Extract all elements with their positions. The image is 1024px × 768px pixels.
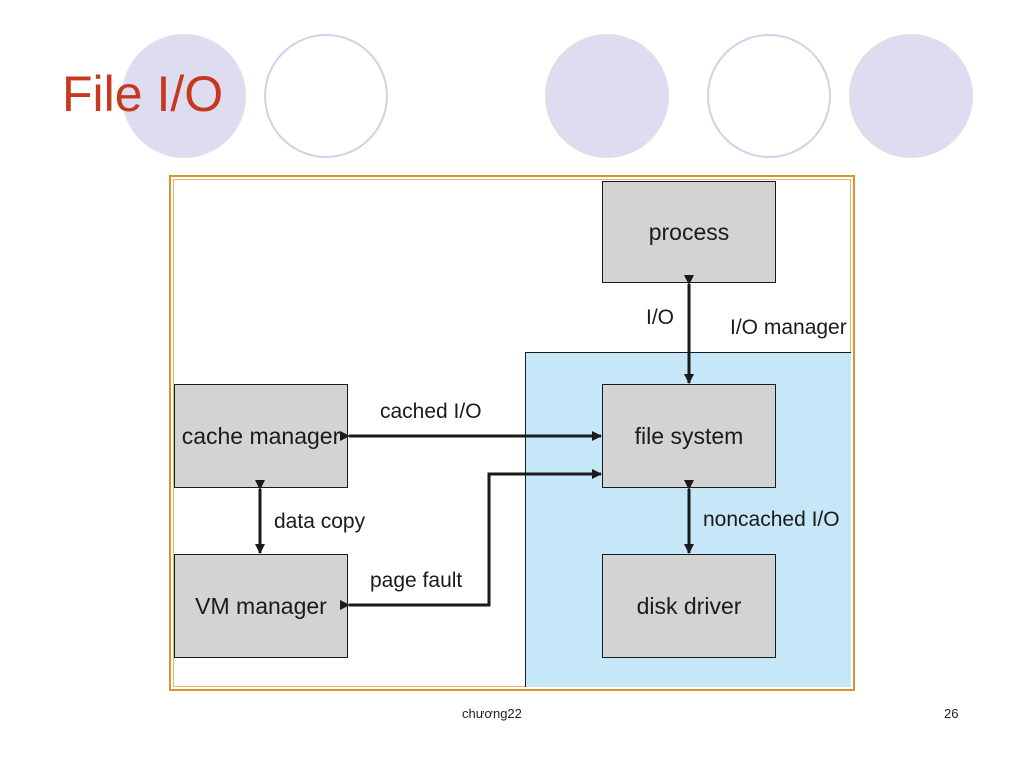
decor-circle-2	[264, 34, 388, 158]
decor-circle-3	[545, 34, 669, 158]
slide-title: File I/O	[62, 66, 224, 122]
decor-circle-5	[849, 34, 973, 158]
file-system-box: file system	[602, 384, 776, 488]
page-number: 26	[944, 706, 959, 721]
edge-label-cached-io: cached I/O	[380, 400, 482, 423]
io-manager-label: I/O manager	[730, 316, 847, 339]
cache-manager-box: cache manager	[174, 384, 348, 488]
edge-label-io: I/O	[646, 306, 675, 329]
vm-manager-box: VM manager	[174, 554, 348, 658]
decor-circle-4	[707, 34, 831, 158]
disk-driver-box: disk driver	[602, 554, 776, 658]
edge-label-page-fault: page fault	[370, 569, 463, 592]
decor-circle-1	[122, 34, 246, 158]
edge-label-noncached-io: noncached I/O	[703, 508, 840, 531]
footer-chapter: chương22	[462, 706, 522, 721]
edge-label-data-copy: data copy	[274, 510, 366, 533]
process-box: process	[602, 181, 776, 283]
